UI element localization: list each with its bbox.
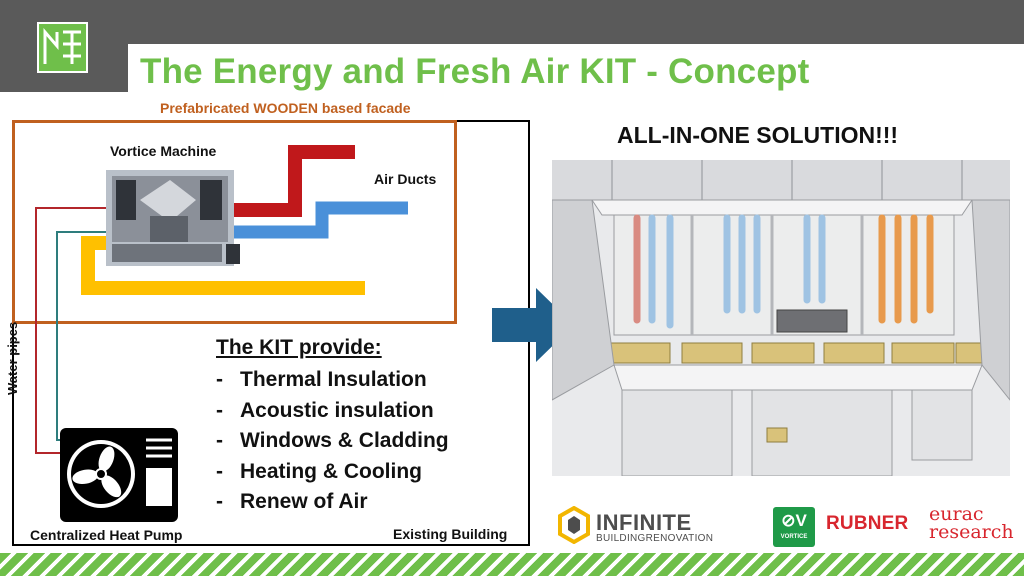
kit-item: -Thermal Insulation xyxy=(216,368,427,391)
infinite-logo-icon xyxy=(558,506,590,544)
eurac-logo-line1: eurac xyxy=(929,503,984,525)
kit-heading: The KIT provide: xyxy=(216,336,382,359)
kit-item: -Renew of Air xyxy=(216,490,368,513)
system-diagram xyxy=(35,145,408,522)
vortice-logo: ⊘V VORTICE xyxy=(773,507,815,547)
kit-item-label: Acoustic insulation xyxy=(240,398,434,422)
infinite-logo-text: INFINITE xyxy=(596,510,692,535)
yellow-air-duct xyxy=(81,236,365,295)
existing-building-label: Existing Building xyxy=(393,526,508,542)
kit-item-label: Windows & Cladding xyxy=(240,429,449,452)
all-in-one-headline: ALL-IN-ONE SOLUTION!!! xyxy=(617,122,899,148)
eurac-logo-line2: research xyxy=(929,521,1014,543)
facade-3d-render xyxy=(552,160,1010,476)
vortice-logo-mark: ⊘V xyxy=(781,511,807,530)
vortice-machine-image xyxy=(106,170,240,266)
infinite-logo-subtext: BUILDINGRENOVATION xyxy=(596,533,714,544)
kit-feature-list: -Thermal Insulation -Acoustic insulation… xyxy=(216,367,449,520)
kit-item: -Acoustic insulation xyxy=(216,398,434,422)
slide-title: The Energy and Fresh Air KIT - Concept xyxy=(140,52,810,91)
heat-pump-icon xyxy=(60,428,178,522)
water-pipes-label: Water pipes xyxy=(5,321,20,395)
kit-item-label: Renew of Air xyxy=(240,490,368,513)
header-bar xyxy=(0,0,1024,44)
kit-item-label: Heating & Cooling xyxy=(240,459,422,483)
water-pipes xyxy=(35,207,108,454)
nzeb-logo-icon xyxy=(37,22,88,73)
heat-pump-label: Centralized Heat Pump xyxy=(30,527,183,543)
footer-stripe-band xyxy=(0,553,1024,576)
kit-item: -Heating & Cooling xyxy=(216,459,422,483)
rubner-logo: RUBNER xyxy=(826,513,909,534)
red-air-duct xyxy=(230,145,355,217)
wooden-facade-outline xyxy=(12,120,457,324)
vortice-logo-text: VORTICE xyxy=(780,534,808,540)
vortice-machine-label: Vortice Machine xyxy=(110,143,217,159)
blue-air-duct xyxy=(232,201,408,239)
air-ducts-label: Air Ducts xyxy=(374,171,437,187)
kit-item-label: Thermal Insulation xyxy=(240,368,427,391)
facade-label: Prefabricated WOODEN based facade xyxy=(160,100,411,116)
kit-item: -Windows & Cladding xyxy=(216,429,449,452)
